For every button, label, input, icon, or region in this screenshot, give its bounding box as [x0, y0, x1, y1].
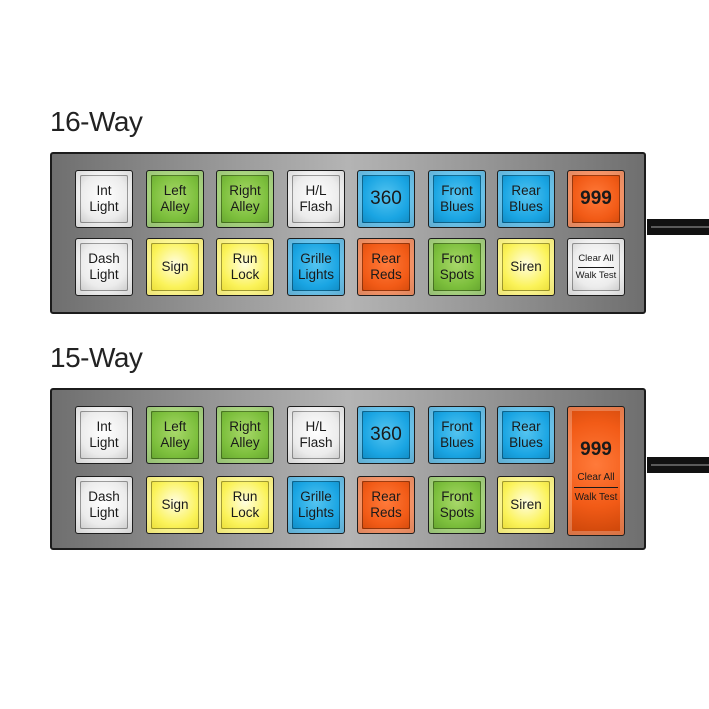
- key-label: Rear Reds: [370, 251, 402, 282]
- key-left-alley-16-way[interactable]: Left Alley: [146, 170, 204, 228]
- key-label: 999: [580, 188, 612, 209]
- key-sign-16-way[interactable]: Sign: [146, 238, 204, 296]
- key-label: Dash Light: [88, 251, 120, 282]
- title-15-way: 15-Way: [50, 342, 143, 373]
- key-rear-reds-15-way[interactable]: Rear Reds: [357, 476, 415, 534]
- key-label: H/L Flash: [299, 419, 333, 450]
- key-h-l-flash-16-way[interactable]: H/L Flash: [287, 170, 345, 228]
- key-label: H/L Flash: [299, 183, 333, 214]
- key-run-lock-15-way[interactable]: Run Lock: [216, 476, 274, 534]
- key-360-15-way[interactable]: 360: [357, 406, 415, 464]
- key-label: Front Spots: [439, 489, 475, 520]
- key-dash-light-15-way[interactable]: Dash Light: [75, 476, 133, 534]
- key-label: Run Lock: [230, 489, 260, 520]
- key-label: Rear Blues: [509, 183, 543, 214]
- key-h-l-flash-15-way[interactable]: H/L Flash: [287, 406, 345, 464]
- key-rear-blues-16-way[interactable]: Rear Blues: [497, 170, 555, 228]
- key-label-bottom: Walk Test: [575, 269, 617, 281]
- key-label: Sign: [161, 259, 189, 274]
- cable-16-way: [647, 219, 709, 235]
- key-label: 360: [370, 188, 402, 209]
- key-label: 360: [370, 424, 402, 445]
- key-label: Sign: [161, 497, 189, 512]
- key-left-alley-15-way[interactable]: Left Alley: [146, 406, 204, 464]
- key-label: Run Lock: [230, 251, 260, 282]
- key-rear-blues-15-way[interactable]: Rear Blues: [497, 406, 555, 464]
- key-label-top: Clear All: [578, 252, 614, 264]
- key-label-bottom: Walk Test: [574, 491, 618, 503]
- key-front-blues-15-way[interactable]: Front Blues: [428, 406, 486, 464]
- key-label: Grille Lights: [297, 489, 335, 520]
- key-label: Left Alley: [160, 183, 190, 214]
- key-dash-light-16-way[interactable]: Dash Light: [75, 238, 133, 296]
- key-999-16-way[interactable]: 999: [567, 170, 625, 228]
- key-front-blues-16-way[interactable]: Front Blues: [428, 170, 486, 228]
- title-16-way: 16-Way: [50, 106, 143, 137]
- key-label: Siren: [510, 259, 542, 274]
- key-label: Front Blues: [440, 183, 474, 214]
- key-label-top: Clear All: [577, 471, 615, 483]
- key-int-light-16-way[interactable]: Int Light: [75, 170, 133, 228]
- key-int-light-15-way[interactable]: Int Light: [75, 406, 133, 464]
- key-sign-15-way[interactable]: Sign: [146, 476, 204, 534]
- key-right-alley-15-way[interactable]: Right Alley: [216, 406, 274, 464]
- key-label: Siren: [510, 497, 542, 512]
- key-grille-lights-16-way[interactable]: Grille Lights: [287, 238, 345, 296]
- panel-15-way: [50, 388, 646, 550]
- key-label: Grille Lights: [297, 251, 335, 282]
- key-360-16-way[interactable]: 360: [357, 170, 415, 228]
- key-label: Right Alley: [229, 419, 261, 450]
- key-siren-15-way[interactable]: Siren: [497, 476, 555, 534]
- key-siren-16-way[interactable]: Siren: [497, 238, 555, 296]
- cable-15-way: [647, 457, 709, 473]
- panel-16-way: [50, 152, 646, 314]
- key-label: Left Alley: [160, 419, 190, 450]
- key-label-main: 999: [580, 438, 612, 460]
- key-label: Dash Light: [88, 489, 120, 520]
- key-divider: [577, 266, 615, 268]
- key-label: Front Blues: [440, 419, 474, 450]
- key-label: Front Spots: [439, 251, 475, 282]
- key-front-spots-15-way[interactable]: Front Spots: [428, 476, 486, 534]
- key-right-alley-16-way[interactable]: Right Alley: [216, 170, 274, 228]
- key-label: Int Light: [89, 419, 119, 450]
- key-run-lock-16-way[interactable]: Run Lock: [216, 238, 274, 296]
- key-front-spots-16-way[interactable]: Front Spots: [428, 238, 486, 296]
- key-divider: [574, 486, 618, 488]
- key-label: Rear Reds: [370, 489, 402, 520]
- key-rear-reds-16-way[interactable]: Rear Reds: [357, 238, 415, 296]
- key-label: Int Light: [89, 183, 119, 214]
- key-grille-lights-15-way[interactable]: Grille Lights: [287, 476, 345, 534]
- key-label: Rear Blues: [509, 419, 543, 450]
- key-label: Right Alley: [229, 183, 261, 214]
